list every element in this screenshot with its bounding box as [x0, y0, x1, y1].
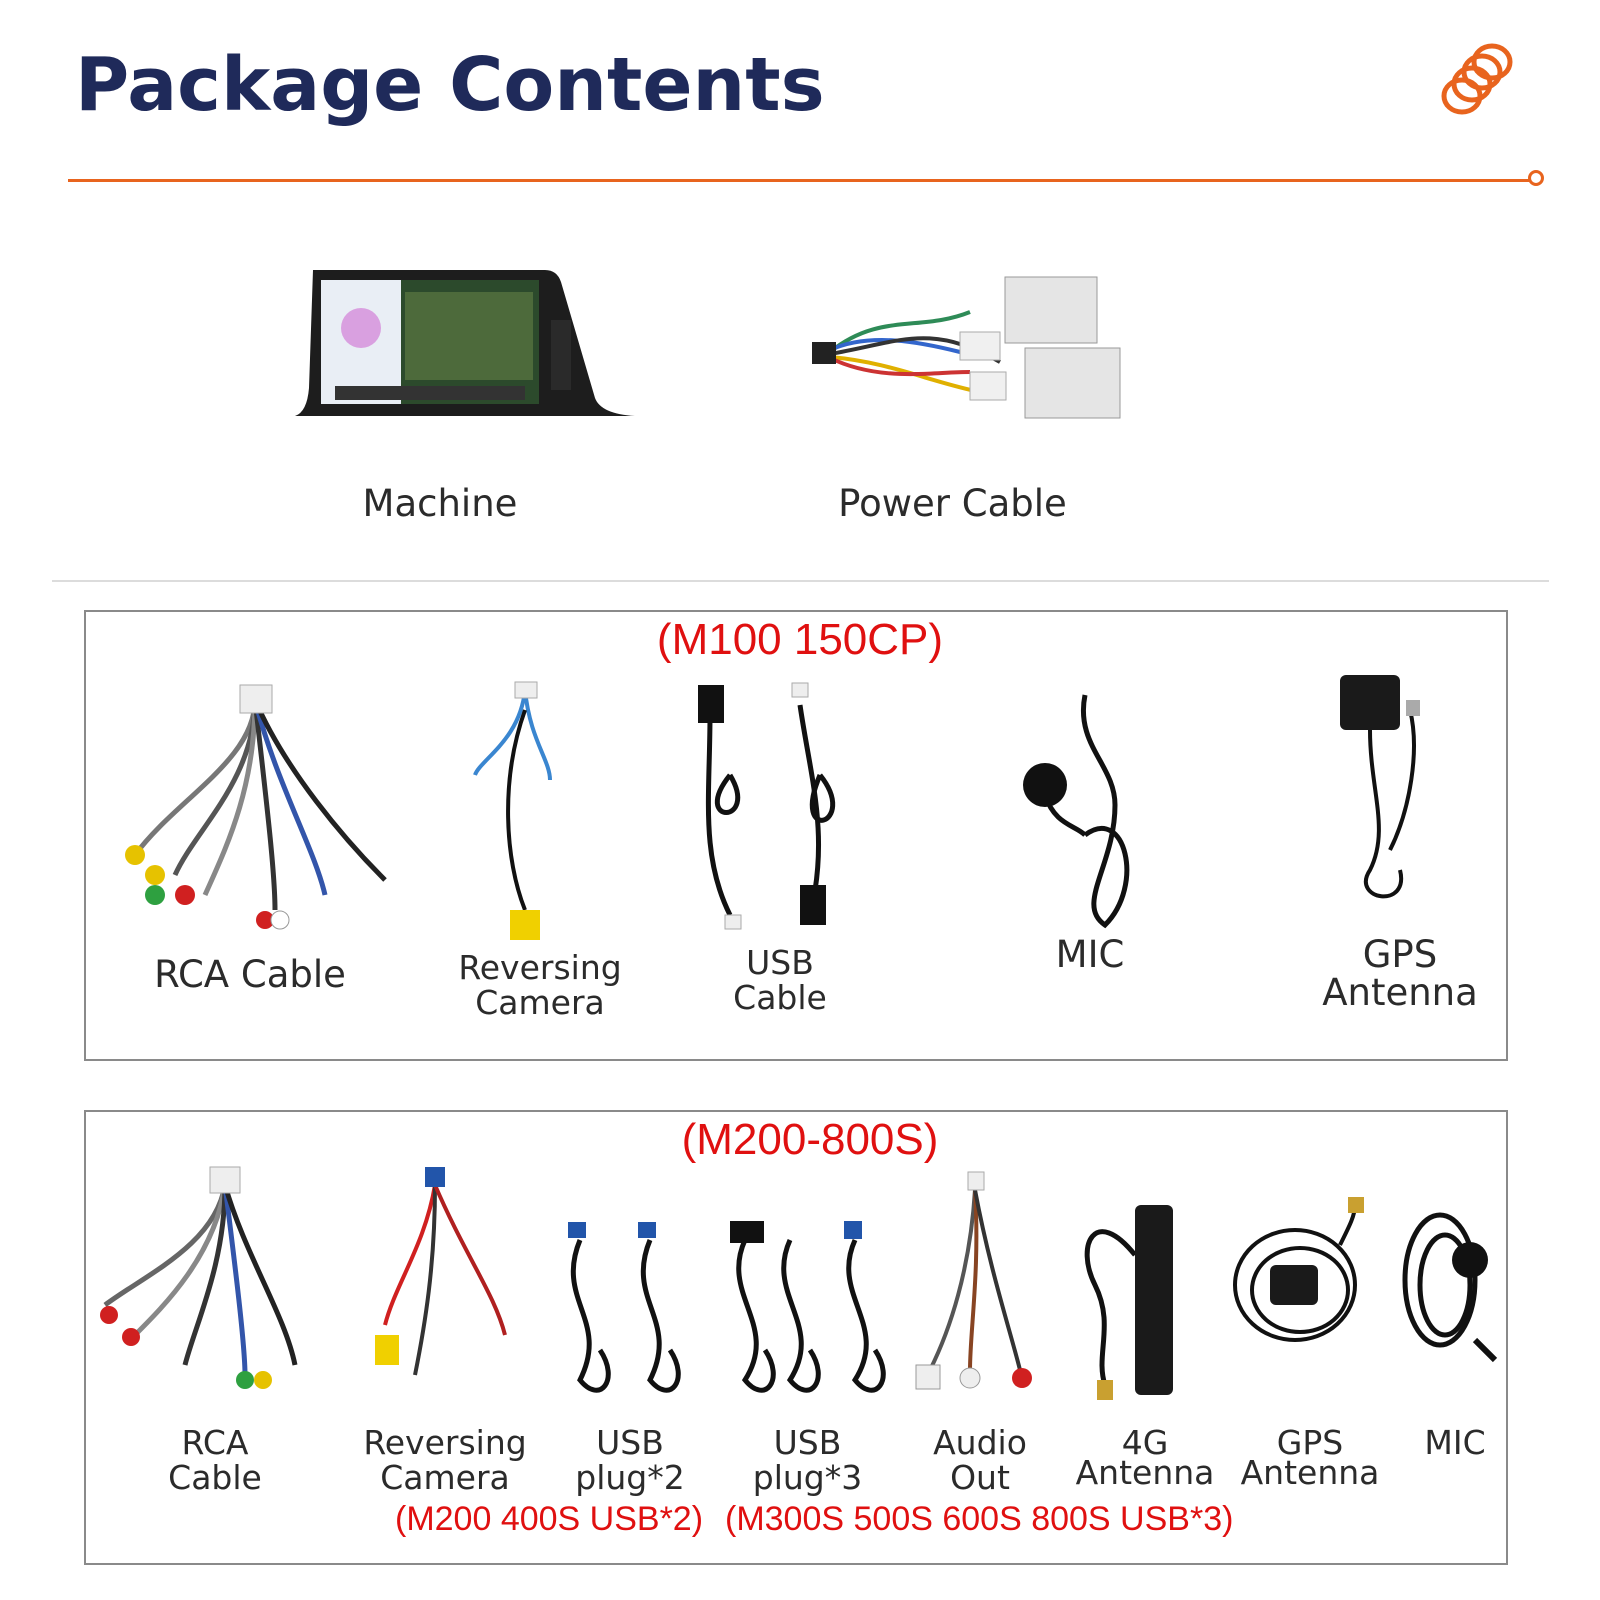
microphone-icon	[1402, 1212, 1498, 1363]
section-divider	[52, 580, 1549, 582]
usb-cable-label-1: USB	[746, 943, 814, 982]
reversing-camera-label-1: Reversing	[363, 1423, 527, 1462]
section-m100-heading: (M100 150CP)	[656, 615, 944, 664]
head-unit-icon	[295, 270, 635, 416]
usb3-model-note: (M300S 500S 600S 800S USB*3)	[725, 1500, 1234, 1538]
orange-coil-logo-icon	[1441, 43, 1513, 115]
rca-cable-icon	[100, 1166, 298, 1389]
mic-label: MIC	[1424, 1423, 1486, 1462]
wiring-harness-icon	[812, 276, 1121, 419]
usb-plug-3-label-1: USB	[773, 1423, 842, 1462]
gps-antenna-label-1: GPS	[1276, 1423, 1344, 1462]
microphone-icon	[1023, 694, 1130, 929]
rca-cable-label-1: RCA	[181, 1423, 249, 1462]
usb-cable-icon	[698, 682, 836, 930]
power-cable-label: Power Cable	[838, 482, 1067, 525]
usb-plug-2-icon	[568, 1222, 681, 1393]
reversing-camera-label-2: Camera	[475, 983, 605, 1022]
mic-label: MIC	[1055, 933, 1125, 976]
reversing-camera-label-2: Camera	[380, 1458, 510, 1497]
gps-antenna-icon	[1233, 1197, 1364, 1342]
section-m200-heading: (M200-800S)	[681, 1115, 939, 1164]
header-divider-dot	[1528, 170, 1544, 186]
reversing-camera-label-1: Reversing	[458, 948, 622, 987]
page-title: Package Contents	[75, 42, 825, 128]
usb2-model-note: (M200 400S USB*2)	[395, 1500, 704, 1538]
rca-cable-icon	[125, 684, 387, 930]
reversing-camera-cable-icon	[375, 1167, 507, 1376]
machine-label: Machine	[362, 482, 518, 525]
usb-plug-3-icon	[730, 1221, 886, 1393]
usb-plug-2-label-1: USB	[596, 1423, 664, 1462]
audio-out-cable-icon	[915, 1171, 1032, 1390]
header-divider	[68, 179, 1538, 182]
audio-out-label-1: Audio	[933, 1423, 1027, 1462]
reversing-camera-cable-icon	[473, 681, 552, 940]
4g-antenna-label-1: 4G	[1121, 1423, 1169, 1462]
gps-antenna-icon	[1340, 675, 1420, 899]
rca-cable-label: RCA Cable	[154, 953, 346, 996]
gps-antenna-label-2: Antenna	[1240, 1453, 1380, 1492]
gps-antenna-label-1: GPS	[1362, 933, 1438, 976]
audio-out-label-2: Out	[950, 1458, 1010, 1497]
4g-antenna-label-2: Antenna	[1075, 1453, 1215, 1492]
usb-plug-3-label-2: plug*3	[752, 1458, 863, 1497]
usb-plug-2-label-2: plug*2	[575, 1458, 685, 1497]
rca-cable-label-2: Cable	[168, 1458, 262, 1497]
usb-cable-label-2: Cable	[733, 978, 827, 1017]
4g-antenna-icon	[1084, 1205, 1173, 1400]
gps-antenna-label-2: Antenna	[1322, 971, 1478, 1014]
